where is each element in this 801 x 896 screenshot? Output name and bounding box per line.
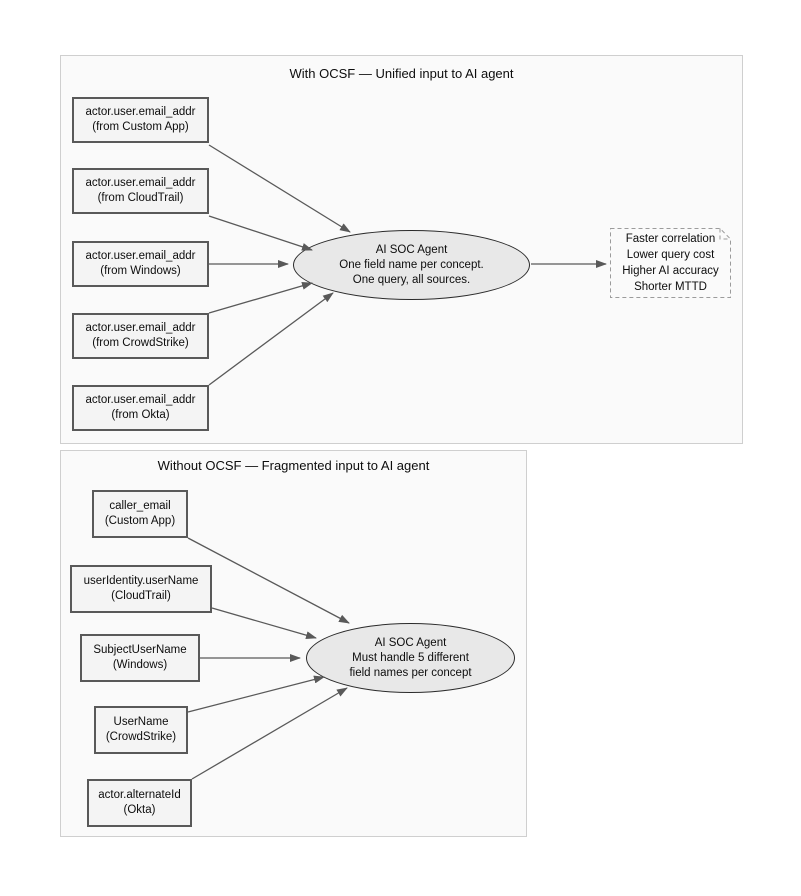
note-frame-shape xyxy=(610,228,731,298)
node-source-label: (CloudTrail) xyxy=(111,590,171,602)
agent-line-3: One query, all sources. xyxy=(352,273,471,286)
node-source-label: (Custom App) xyxy=(104,515,176,527)
node-source-label: (CrowdStrike) xyxy=(105,731,177,743)
node-field-label: actor.user.email_addr xyxy=(85,250,196,262)
outcome-line-4: Shorter MTTD xyxy=(634,281,707,293)
outcomes-note: Faster correlation Lower query cost High… xyxy=(610,228,731,298)
panel-without-ocsf-title: Without OCSF — Fragmented input to AI ag… xyxy=(157,458,430,473)
node-source-label: (from Custom App) xyxy=(92,121,189,133)
node-source-label: (from Windows) xyxy=(100,265,181,277)
outcome-line-3: Higher AI accuracy xyxy=(622,265,719,277)
node-field-label: actor.user.email_addr xyxy=(85,394,196,406)
node-field-label: actor.alternateId xyxy=(98,789,181,801)
agent-line-2: Must handle 5 different xyxy=(352,651,469,664)
node-source-label: (from CrowdStrike) xyxy=(92,337,189,349)
node-without-cloudtrail[interactable]: userIdentity.userName (CloudTrail) xyxy=(70,565,212,613)
node-with-crowdstrike[interactable]: actor.user.email_addr (from CrowdStrike) xyxy=(72,313,209,359)
node-with-windows[interactable]: actor.user.email_addr (from Windows) xyxy=(72,241,209,287)
ai-soc-agent-fragmented[interactable]: AI SOC Agent Must handle 5 different fie… xyxy=(306,623,515,693)
outcome-line-1: Faster correlation xyxy=(625,233,716,245)
node-field-label: userIdentity.userName xyxy=(83,575,199,587)
node-without-windows[interactable]: SubjectUserName (Windows) xyxy=(80,634,200,682)
node-with-cloudtrail[interactable]: actor.user.email_addr (from CloudTrail) xyxy=(72,168,209,214)
agent-line-3: field names per concept xyxy=(349,666,472,679)
node-with-custom-app[interactable]: actor.user.email_addr (from Custom App) xyxy=(72,97,209,143)
node-field-label: UserName xyxy=(113,716,169,728)
agent-line-1: AI SOC Agent xyxy=(375,243,448,256)
panel-with-ocsf-title: With OCSF — Unified input to AI agent xyxy=(289,66,514,81)
node-with-okta[interactable]: actor.user.email_addr (from Okta) xyxy=(72,385,209,431)
agent-line-1: AI SOC Agent xyxy=(374,636,447,649)
node-without-crowdstrike[interactable]: UserName (CrowdStrike) xyxy=(94,706,188,754)
node-field-label: caller_email xyxy=(109,500,171,512)
node-field-label: actor.user.email_addr xyxy=(85,177,196,189)
node-source-label: (from CloudTrail) xyxy=(97,192,184,204)
node-field-label: actor.user.email_addr xyxy=(85,322,196,334)
ai-soc-agent-unified[interactable]: AI SOC Agent One field name per concept.… xyxy=(293,230,530,300)
node-without-custom-app[interactable]: caller_email (Custom App) xyxy=(92,490,188,538)
node-source-label: (from Okta) xyxy=(111,409,170,421)
node-field-label: SubjectUserName xyxy=(93,644,187,656)
agent-line-2: One field name per concept. xyxy=(339,258,484,271)
node-source-label: (Windows) xyxy=(112,659,168,671)
node-without-okta[interactable]: actor.alternateId (Okta) xyxy=(87,779,192,827)
node-source-label: (Okta) xyxy=(123,804,156,816)
outcome-line-2: Lower query cost xyxy=(626,249,715,261)
node-field-label: actor.user.email_addr xyxy=(85,106,196,118)
